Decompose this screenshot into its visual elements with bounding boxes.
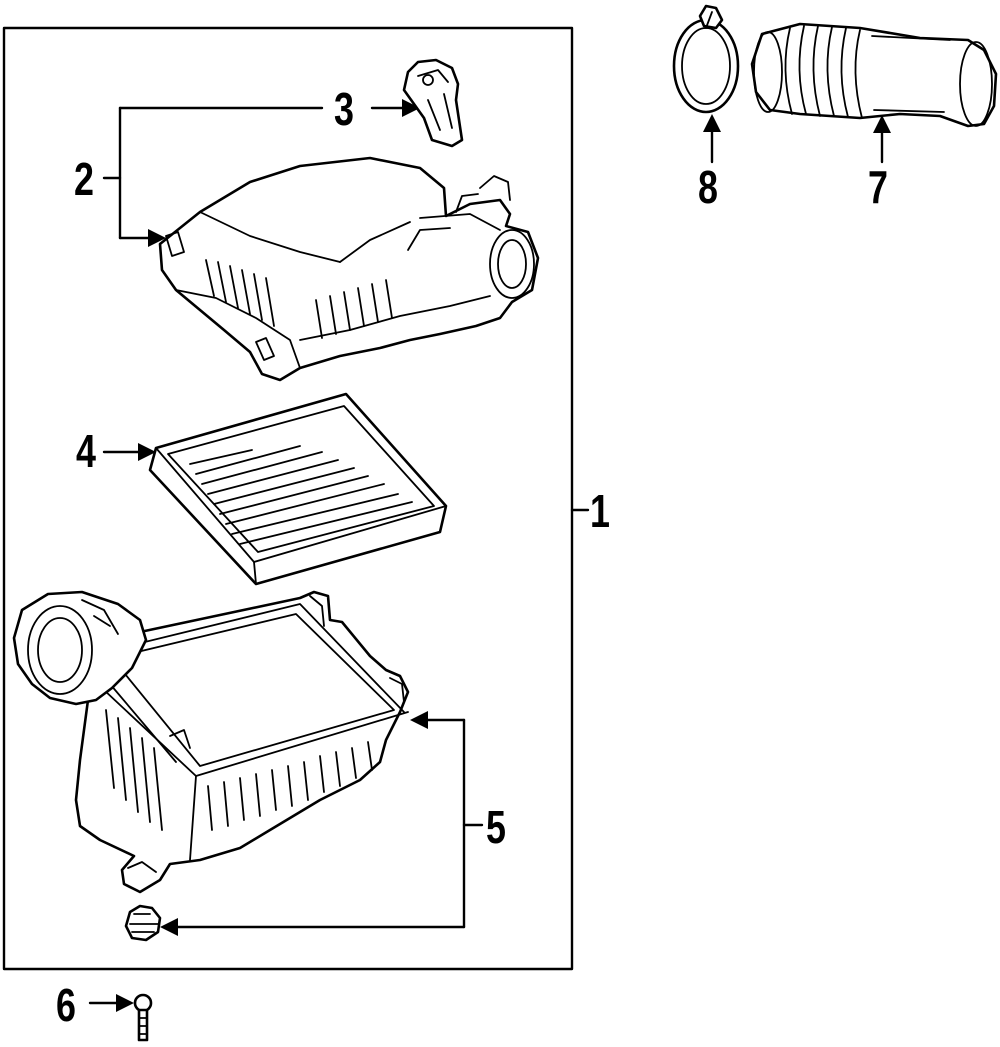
part-5-drawing (12, 590, 410, 894)
callout-4: 4 (76, 425, 96, 477)
part-2-drawing (158, 156, 540, 382)
assembly-frame (2, 26, 574, 971)
callout-2: 2 (74, 153, 94, 205)
part-7-drawing (750, 22, 998, 128)
callout-1: 1 (590, 485, 610, 537)
part-3-drawing (402, 58, 464, 148)
callout-6: 6 (56, 979, 76, 1031)
callout-8: 8 (698, 161, 718, 213)
part-6-drawing (133, 993, 153, 1042)
leader-6 (88, 994, 134, 1012)
leader-4 (102, 443, 156, 461)
leader-3 (370, 99, 420, 117)
clip-drawing (124, 904, 162, 942)
leader-2 (102, 106, 324, 247)
callout-5: 5 (486, 801, 506, 853)
callout-3: 3 (334, 83, 354, 135)
leader-7 (873, 115, 891, 164)
leader-5 (160, 711, 484, 936)
leader-8 (703, 114, 721, 164)
callout-7: 7 (868, 161, 888, 213)
part-4-drawing (148, 392, 448, 586)
part-8-drawing (672, 4, 740, 114)
